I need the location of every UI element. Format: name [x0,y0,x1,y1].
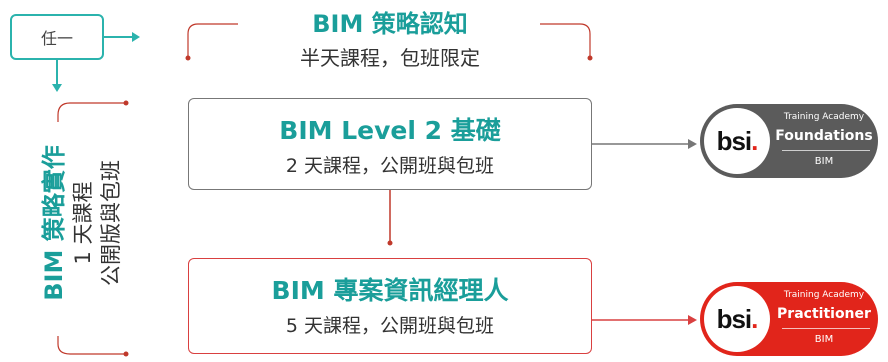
pm-to-practitioner-arrowhead [688,315,697,325]
strategy-bracket-right [540,23,591,58]
badge-academy-label: Training Academy [783,112,865,122]
bsi-practitioner-badge: bsi. Training Academy Practitioner BIM [700,282,878,356]
bsi-logo-circle: bsi. [704,286,770,352]
level2-to-foundations-arrowhead [688,139,697,149]
badge-level-label: Practitioner [777,306,871,322]
impl-bracket-bottom [57,336,126,355]
badge-subject-label: BIM [814,334,834,345]
bsi-logo-circle: bsi. [704,108,770,174]
level2-title: BIM Level 2 基礎 [279,116,501,145]
any-choice-label: 任一 [40,29,73,48]
badge-level-label: Foundations [775,128,873,144]
pm-title: BIM 專案資訊經理人 [271,276,509,305]
implementation-format: 公開版與包班 [99,160,123,286]
any-to-strategy-arrowhead [132,32,140,42]
pm-subtitle: 5 天課程，公開班與包班 [285,315,495,337]
bsi-foundations-badge: bsi. Training Academy Foundations BIM [700,104,878,178]
badge-divider [782,328,870,329]
implementation-title: BIM 策略實作 [40,145,68,301]
strategy-bracket-left [187,23,238,58]
strategy-subtitle: 半天課程，包班限定 [300,46,480,70]
badge-subject-label: BIM [814,156,834,167]
impl-bracket-top [57,102,126,122]
level2-course-box: BIM Level 2 基礎 2 天課程，公開班與包班 [188,98,592,190]
any-choice-box: 任一 [10,14,104,60]
bsi-logo: bsi. [716,125,759,156]
bsi-logo: bsi. [716,303,759,334]
level2-subtitle: 2 天課程，公開班與包班 [285,155,495,177]
pm-course-box: BIM 專案資訊經理人 5 天課程，公開班與包班 [188,258,592,354]
strategy-title: BIM 策略認知 [312,10,468,38]
any-to-impl-arrowhead [52,84,62,92]
badge-academy-label: Training Academy [783,290,865,300]
implementation-duration: 1 天課程 [71,181,95,265]
badge-divider [782,150,870,151]
implementation-label: BIM 策略實作 1 天課程 公開版與包班 [12,108,152,338]
